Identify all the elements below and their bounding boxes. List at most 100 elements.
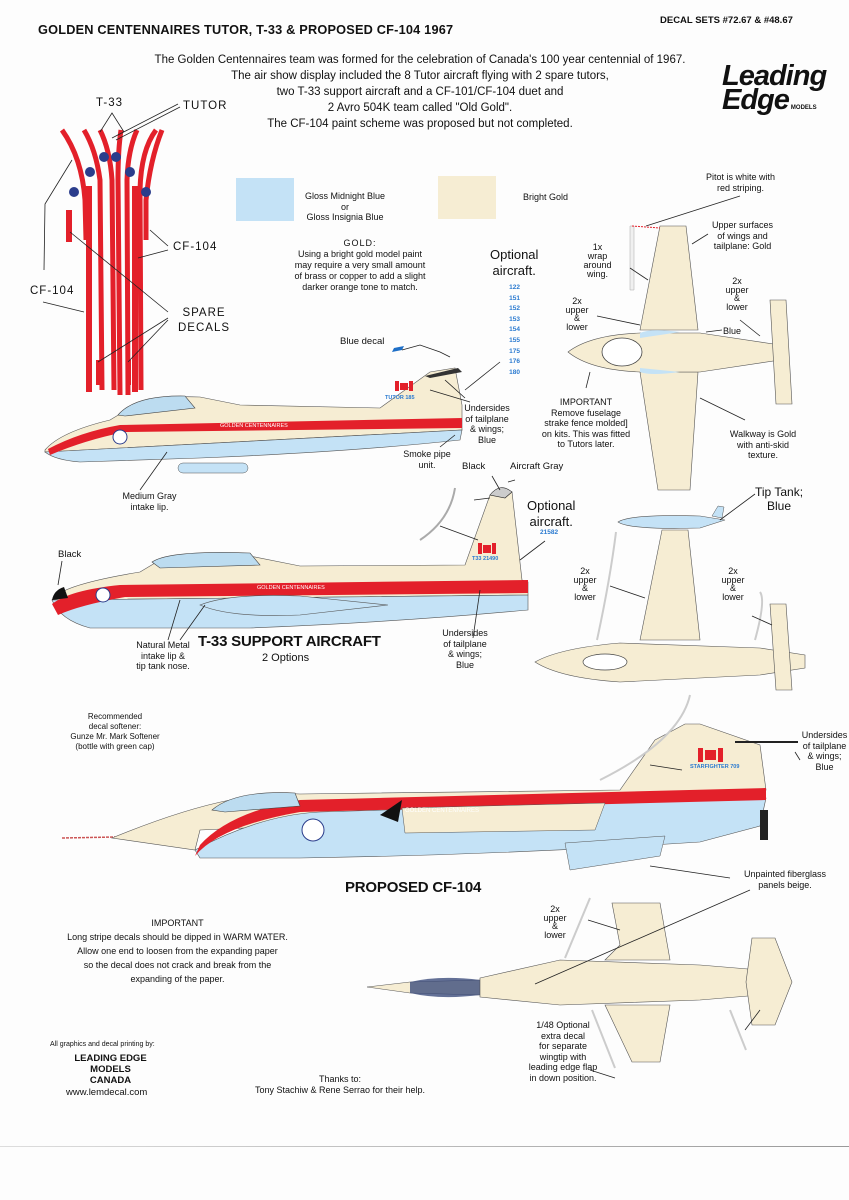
callout-line: 2x [550,904,560,914]
callout-blue: Blue [723,326,742,336]
cf104-heading: PROPOSED CF-104 [345,879,482,896]
cf104-canopy [211,792,301,813]
logo-line-1: Leading [722,60,827,92]
credits-company: LEADING EDGE MODELS CANADA [53,1053,168,1086]
tutor-wing-upper [639,225,699,331]
cf104-ventral-fin [564,835,666,871]
callout-line: Smoke pipe [403,449,451,459]
callout-t33-undersides: Undersides of tailplane & wings; Blue [440,628,490,670]
t33-wingtip-decal [419,487,456,541]
cf104-tail-text: STARFIGHTER 709 [690,764,740,770]
tutor-tail-text: TUTOR 185 [385,395,415,401]
callout-line: tailplane: Gold [713,241,772,251]
callout-line: upper [725,284,749,295]
aircraft-number: 154 [509,326,520,334]
callout-natural-metal-intake: Natural Metal intake lip & tip tank nose… [128,640,198,672]
callout-t33-2x-a: 2x upper & lower [570,567,600,601]
callout-line: unit. [418,459,436,470]
tutor-fuselage-text: GOLDEN CENTENNAIRES [220,423,288,429]
important-line: Long stripe decals should be dipped in W… [67,932,288,942]
callout-line: lower [566,321,588,332]
swatch-gold [438,176,496,219]
callout-line: panels beige. [758,879,812,890]
callout-line: & [733,293,740,303]
callout-line: wingtip with [539,1051,587,1062]
tutor-canopy [117,395,196,417]
intro-line: The Golden Centennaires team was formed … [154,54,686,66]
gold-note-line: darker orange tone to match. [302,282,418,292]
label-cf104-left: CF-104 [30,285,75,297]
callout-line: 1/48 Optional [536,1020,590,1030]
company-line: LEADING EDGE MODELS [74,1053,147,1075]
callout-line: & [581,583,588,593]
note-line: Recommended [87,712,143,721]
gold-note: GOLD: Using a bright gold model paint ma… [285,238,435,293]
intro-line: 2 Avro 504K team called "Old Gold". [327,102,513,114]
blue-decal-mark [392,346,404,352]
tutor-tailplane-top [769,299,793,405]
callout-wrap-around: 1x wrap around wing. [580,243,615,279]
cf104-exhaust [760,810,768,840]
website-link[interactable]: www.lemdecal.com [66,1087,148,1098]
callout-line: around [583,260,612,270]
important-line: expanding of the paper. [130,974,225,984]
callout-line: leading edge flap [528,1062,598,1072]
callout-line: Blue [455,659,474,670]
callout-line: IMPORTANT [559,397,613,407]
cf104-tailplane-top-view [745,937,793,1026]
callout-line: Pitot is white with [705,172,776,182]
callout-line: Medium Gray [122,491,177,501]
callout-line: wing. [586,269,608,279]
callout-black-nose: Black [58,549,82,560]
callout-medium-gray-intake: Medium Gray intake lip. [112,491,187,512]
callout-line: & wings; [447,649,482,659]
heading-line: aircraft. [529,514,573,529]
tutor-optional-numbers: 122 151 152 153 154 155 175 176 180 [505,283,520,378]
callout-optional-48: 1/48 Optional extra decal for separate w… [513,1020,613,1083]
important-line: so the decal does not crack and break fr… [83,960,272,970]
thanks-note: Thanks to: Tony Stachiw & Rene Serrao fo… [240,1074,440,1096]
pitot-stripe [631,225,661,229]
swatch-blue-label: Gloss Midnight Blue or Gloss Insignia Bl… [290,191,400,223]
callout-line: to Tutors later. [557,439,615,449]
cf104-centennial-roundel [301,818,325,842]
thanks-line: Tony Stachiw & Rene Serrao for their hel… [254,1085,426,1095]
callout-line: of tailplane [802,740,847,751]
t33-tip-tank [199,595,389,616]
callout-line: in down position. [529,1072,597,1083]
t33-canopy [151,552,261,569]
callout-line: & [729,583,736,593]
callout-line: upper [721,574,745,585]
callout-line: Undersides [464,403,510,413]
t33-canopy-top [582,653,628,671]
callout-line: on kits. This was fitted [541,428,631,439]
heading-line: Optional [527,498,576,513]
callout-line: & [551,921,558,931]
callout-cf104-undersides: Undersides of tailplane & wings; Blue [797,730,849,772]
intro-text: The Golden Centennaires team was formed … [120,52,720,132]
aircraft-number: 122 [509,284,520,291]
label-cf104-right: CF-104 [173,241,218,253]
callout-line: Blue [815,761,834,772]
stripe-decal [143,129,165,240]
callout-line: Walkway is Gold [729,429,797,439]
stripe-decal [132,186,138,392]
t33-tail-text: T33 21490 [472,556,499,562]
stripe-decal [137,128,159,391]
tutor-tip-tank [177,462,249,474]
t33-optional-number: 21582 [540,529,559,536]
tutor-tail-flag [395,381,413,391]
label-line: or [340,201,349,212]
callout-tutor-2x-b: 2x upper & lower [722,277,752,311]
credits-by: All graphics and decal printing by: [50,1041,155,1048]
t33-tail-cap [489,487,513,499]
tutor-centennial-roundel [112,429,128,445]
gold-note-line: of brass or copper to add a slight [294,271,426,281]
callout-black-tail: Black [462,461,486,472]
callout-line: Tip Tank; [755,485,804,499]
callout-line: tip tank nose. [136,661,190,671]
